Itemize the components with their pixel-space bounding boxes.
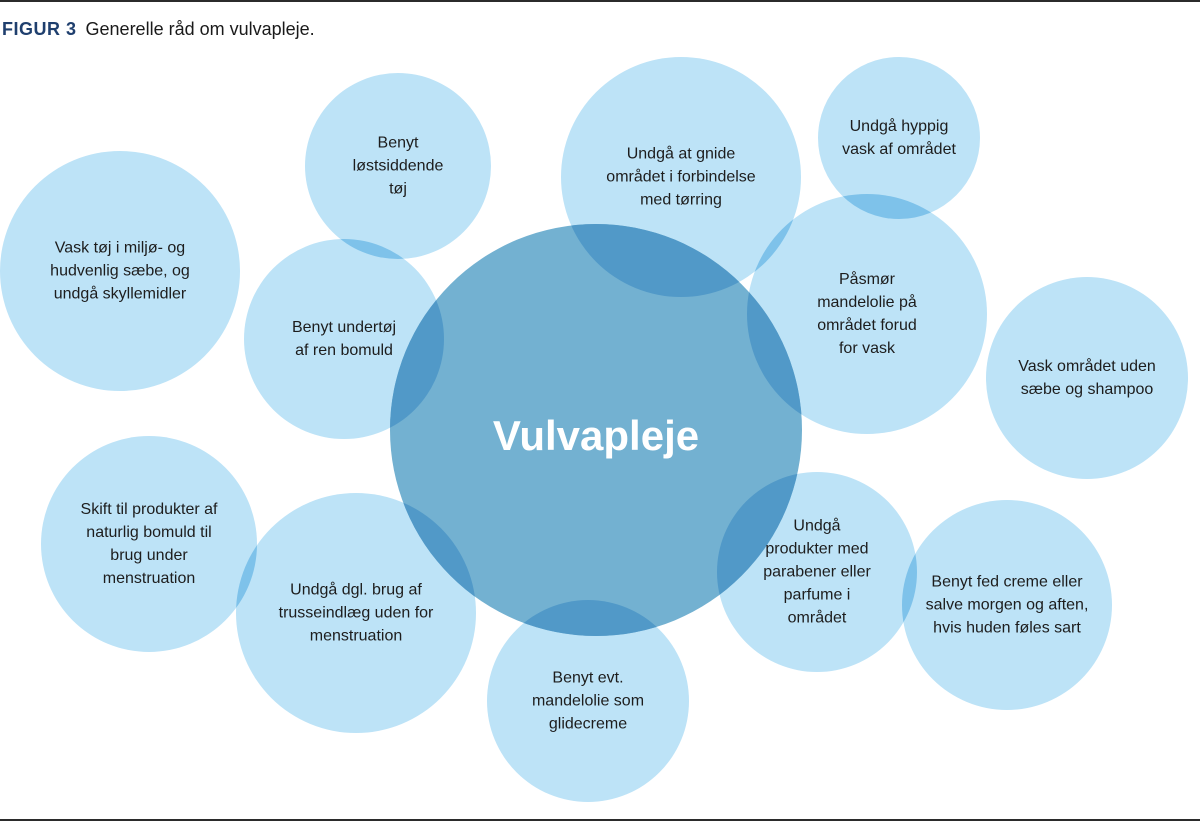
bubble-text-vask-toej: Vask tøj i miljø- og hudvenlig sæbe, og un…	[50, 237, 190, 306]
caption-label: FIGUR 3	[2, 19, 77, 39]
bubble-undertoej	[244, 239, 444, 439]
bubble-text-naturlig-bomuld: Skift til produkter af naturlig bomuld ti…	[81, 498, 218, 590]
bubble-line: produkter med	[765, 540, 869, 558]
bubble-line: området	[787, 609, 847, 627]
center-circle	[390, 224, 802, 636]
bubble-text-trusseindlaeg: Undgå dgl. brug af trusseindlæg uden for m…	[279, 579, 434, 648]
bubble-line: sæbe og shampoo	[1020, 381, 1154, 398]
bubble-line: salve morgen og aften,	[925, 596, 1089, 614]
bubble-text-gnide: Undgå at gnide området i forbindelse med t…	[606, 143, 755, 212]
bubble-text-parabener: Undgå produkter med parabener eller parfume…	[763, 515, 871, 630]
bubble-line: med tørring	[640, 191, 722, 209]
bubble-text-glidecreme: Benyt evt. mandelolie som glidecreme	[532, 667, 644, 736]
bubble-line: undgå skyllemidler	[53, 285, 187, 303]
bubble-text-loese-toej: Benyt løstsiddende tøj	[353, 132, 444, 201]
bubble-uden-saebe	[986, 277, 1188, 479]
bubble-line: Benyt evt.	[552, 669, 624, 687]
bubble-text-fed-creme: Benyt fed creme eller salve morgen og aft…	[926, 571, 1089, 640]
bubble-loese-toej	[305, 73, 491, 259]
bubble-hyppig-vask	[818, 57, 980, 219]
bubble-line: Benyt	[377, 134, 419, 152]
bubble-line: hudvenlig sæbe, og	[50, 262, 190, 280]
bubble-line: mandelolie som	[531, 692, 645, 710]
bubble-line: Vask området uden	[1018, 358, 1156, 375]
bubble-line: løstsiddende	[352, 157, 444, 175]
bubble-line: mandelolie på	[817, 294, 917, 311]
bubble-line: Vask tøj i miljø- og	[54, 239, 186, 257]
bubble-fed-creme	[902, 500, 1112, 710]
bubble-line: tøj	[389, 180, 407, 198]
center-label: Vulvapleje	[492, 412, 700, 459]
bubble-line: brug under	[110, 547, 188, 564]
bubble-line: området i forbindelse	[606, 168, 756, 186]
bubble-text-hyppig-vask: Undgå hyppig vask af området	[842, 115, 956, 161]
bubble-line: Påsmør	[839, 271, 895, 288]
bubble-line: Benyt fed creme eller	[931, 573, 1083, 591]
bubble-line: for vask	[838, 340, 895, 357]
bubble-line: Undgå at gnide	[626, 145, 736, 163]
bubble-line: af ren bomuld	[295, 342, 393, 359]
bubble-trusseindlaeg	[236, 493, 476, 733]
bubble-line: hvis huden føles sart	[933, 619, 1081, 637]
bubble-mandelolie-vask	[747, 194, 987, 434]
bottom-rule	[0, 819, 1200, 821]
figure-caption: FIGUR 3 Generelle råd om vulvapleje.	[2, 19, 315, 40]
bubble-line: Undgå hyppig	[849, 118, 949, 135]
bubble-line: området forud	[817, 317, 917, 334]
bubble-text-uden-saebe: Vask området uden sæbe og shampoo	[1018, 355, 1156, 401]
bubble-line: naturlig bomuld til	[86, 524, 212, 541]
bubble-line: parabener eller	[763, 563, 871, 581]
bubble-text-mandelolie-vask: Påsmør mandelolie på området forud for vask	[817, 268, 917, 360]
bubble-line: vask af området	[842, 141, 956, 158]
caption-text: Generelle råd om vulvapleje.	[85, 19, 315, 39]
bubble-naturlig-bomuld	[41, 436, 257, 652]
bubble-line: glidecreme	[548, 715, 628, 733]
bubble-glidecreme	[487, 600, 689, 802]
bubble-line: Undgå dgl. brug af	[290, 581, 422, 599]
bubble-vask-toej	[0, 151, 240, 391]
bubble-line: parfume i	[783, 586, 851, 604]
bubble-line: trusseindlæg uden for	[278, 604, 434, 622]
bubble-line: menstruation	[309, 627, 403, 645]
bubble-line: Undgå	[793, 517, 841, 535]
bubble-line: Benyt undertøj	[291, 319, 397, 336]
bubble-line: Skift til produkter af	[80, 501, 218, 518]
bubble-text-undertoej: Benyt undertøj af ren bomuld	[292, 316, 396, 362]
top-rule	[0, 0, 1200, 2]
bubble-line: menstruation	[102, 570, 196, 587]
